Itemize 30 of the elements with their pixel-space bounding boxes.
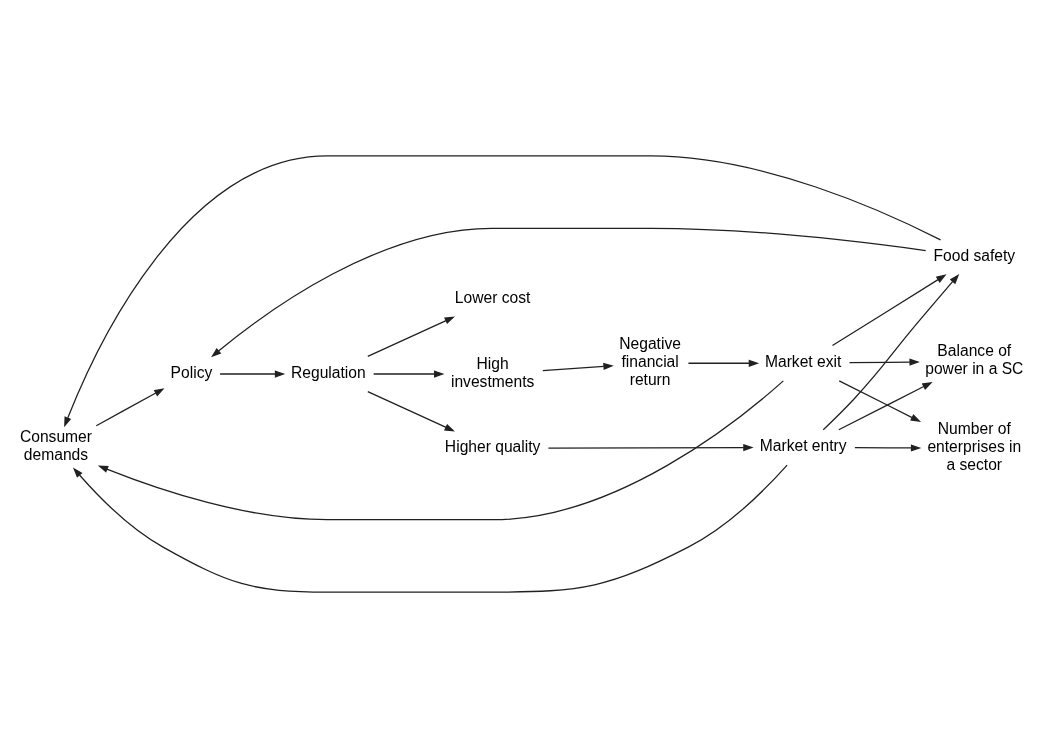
node-text: Food safety bbox=[933, 246, 1016, 264]
arrow bbox=[95, 387, 165, 426]
node-text: Market entry bbox=[759, 436, 847, 454]
arrow bbox=[219, 369, 286, 378]
arrow bbox=[64, 154, 942, 427]
node-text: Regulation bbox=[290, 363, 366, 381]
arrow bbox=[373, 369, 445, 378]
node-text: Lower cost bbox=[454, 288, 531, 306]
arrow bbox=[211, 227, 927, 357]
node-text: High investments bbox=[450, 354, 535, 390]
arrow bbox=[831, 273, 947, 346]
arrow bbox=[367, 316, 455, 357]
arrow bbox=[838, 379, 922, 422]
arrow bbox=[854, 443, 922, 452]
arrow bbox=[97, 379, 784, 520]
node-text: Negative financial return bbox=[619, 334, 681, 388]
arrow bbox=[542, 362, 614, 371]
arrow bbox=[687, 359, 760, 367]
arrow bbox=[822, 273, 960, 430]
arrow bbox=[72, 463, 788, 593]
arrow bbox=[547, 443, 754, 451]
node-text: Consumer demands bbox=[19, 427, 93, 463]
node-text: Higher quality bbox=[444, 437, 541, 455]
node-text: Balance of power in a SC bbox=[925, 341, 1024, 377]
node-text: Policy bbox=[170, 363, 213, 381]
arrow bbox=[848, 357, 920, 366]
node-text: Market exit bbox=[764, 352, 842, 370]
arrow bbox=[838, 381, 933, 430]
arrow bbox=[367, 390, 455, 431]
node-text: Number of enterprises in a sector bbox=[927, 419, 1022, 473]
